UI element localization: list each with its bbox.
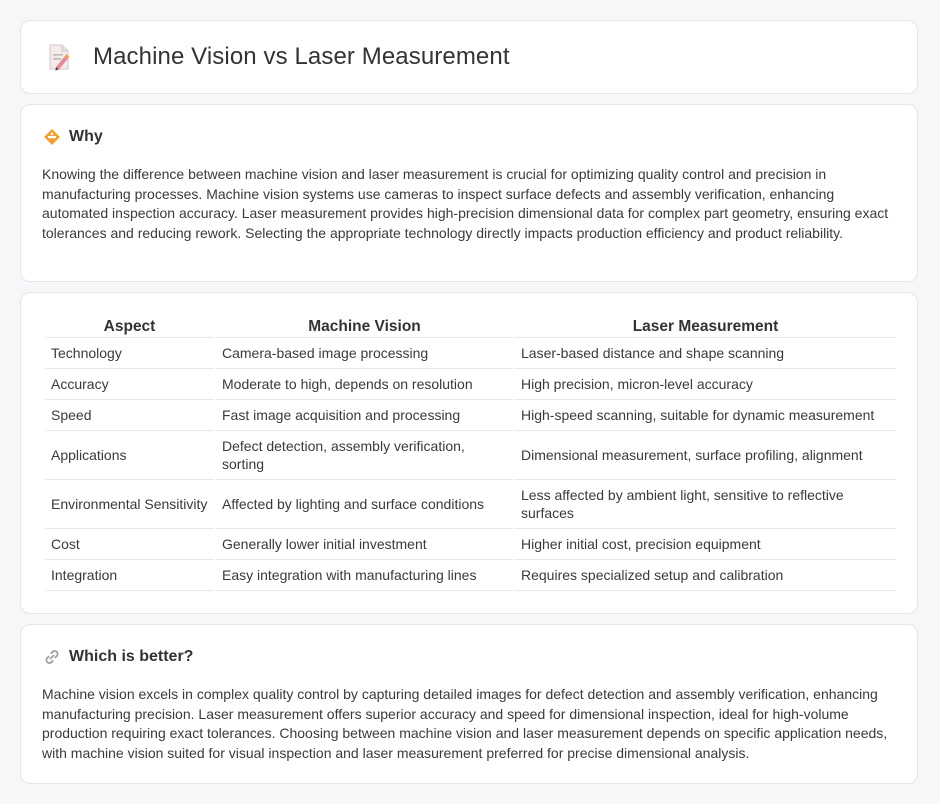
why-heading-row: Why bbox=[43, 128, 103, 146]
which-is-better-section: Which is better? Machine vision excels i… bbox=[20, 624, 918, 784]
cell-laser-measurement: High-speed scanning, suitable for dynami… bbox=[515, 400, 896, 431]
cell-laser-measurement: Dimensional measurement, surface profili… bbox=[515, 431, 896, 480]
cell-aspect: Accuracy bbox=[45, 369, 214, 400]
cell-machine-vision: Easy integration with manufacturing line… bbox=[216, 560, 513, 591]
why-heading: Why bbox=[69, 128, 103, 145]
table-row: Environmental Sensitivity Affected by li… bbox=[45, 480, 896, 529]
cell-machine-vision: Moderate to high, depends on resolution bbox=[216, 369, 513, 400]
table-row: Technology Camera-based image processing… bbox=[45, 338, 896, 369]
cell-laser-measurement: Laser-based distance and shape scanning bbox=[515, 338, 896, 369]
cell-aspect: Environmental Sensitivity bbox=[45, 480, 214, 529]
cell-laser-measurement: Higher initial cost, precision equipment bbox=[515, 529, 896, 560]
cell-laser-measurement: High precision, micron-level accuracy bbox=[515, 369, 896, 400]
why-paragraph: Knowing the difference between machine v… bbox=[42, 166, 889, 241]
page-title: Machine Vision vs Laser Measurement bbox=[93, 43, 510, 70]
cell-machine-vision: Defect detection, assembly verification,… bbox=[216, 431, 513, 480]
header-aspect: Aspect bbox=[45, 314, 214, 338]
header-laser-measurement: Laser Measurement bbox=[515, 314, 896, 338]
cell-laser-measurement: Requires specialized setup and calibrati… bbox=[515, 560, 896, 591]
better-heading: Which is better? bbox=[69, 648, 194, 665]
cell-machine-vision: Affected by lighting and surface conditi… bbox=[216, 480, 513, 529]
comparison-table: Aspect Machine Vision Laser Measurement … bbox=[43, 314, 898, 591]
cell-machine-vision: Fast image acquisition and processing bbox=[216, 400, 513, 431]
header-machine-vision: Machine Vision bbox=[216, 314, 513, 338]
table-row: Accuracy Moderate to high, depends on re… bbox=[45, 369, 896, 400]
table-row: Speed Fast image acquisition and process… bbox=[45, 400, 896, 431]
cell-aspect: Cost bbox=[45, 529, 214, 560]
cell-machine-vision: Generally lower initial investment bbox=[216, 529, 513, 560]
cell-machine-vision: Camera-based image processing bbox=[216, 338, 513, 369]
title-card: Machine Vision vs Laser Measurement bbox=[20, 20, 918, 94]
link-icon bbox=[45, 650, 59, 664]
diamond-warning-icon bbox=[44, 129, 60, 145]
title-row: Machine Vision vs Laser Measurement bbox=[47, 43, 510, 71]
document-pencil-icon bbox=[49, 44, 70, 71]
table-header-row: Aspect Machine Vision Laser Measurement bbox=[45, 314, 896, 338]
table-row: Integration Easy integration with manufa… bbox=[45, 560, 896, 591]
cell-aspect: Applications bbox=[45, 431, 214, 480]
better-paragraph: Machine vision excels in complex quality… bbox=[42, 686, 888, 761]
cell-aspect: Speed bbox=[45, 400, 214, 431]
cell-laser-measurement: Less affected by ambient light, sensitiv… bbox=[515, 480, 896, 529]
cell-aspect: Technology bbox=[45, 338, 214, 369]
comparison-section: Aspect Machine Vision Laser Measurement … bbox=[20, 292, 918, 614]
table-row: Applications Defect detection, assembly … bbox=[45, 431, 896, 480]
better-heading-row: Which is better? bbox=[43, 648, 193, 666]
cell-aspect: Integration bbox=[45, 560, 214, 591]
why-section: Why Knowing the difference between machi… bbox=[20, 104, 918, 282]
table-row: Cost Generally lower initial investment … bbox=[45, 529, 896, 560]
